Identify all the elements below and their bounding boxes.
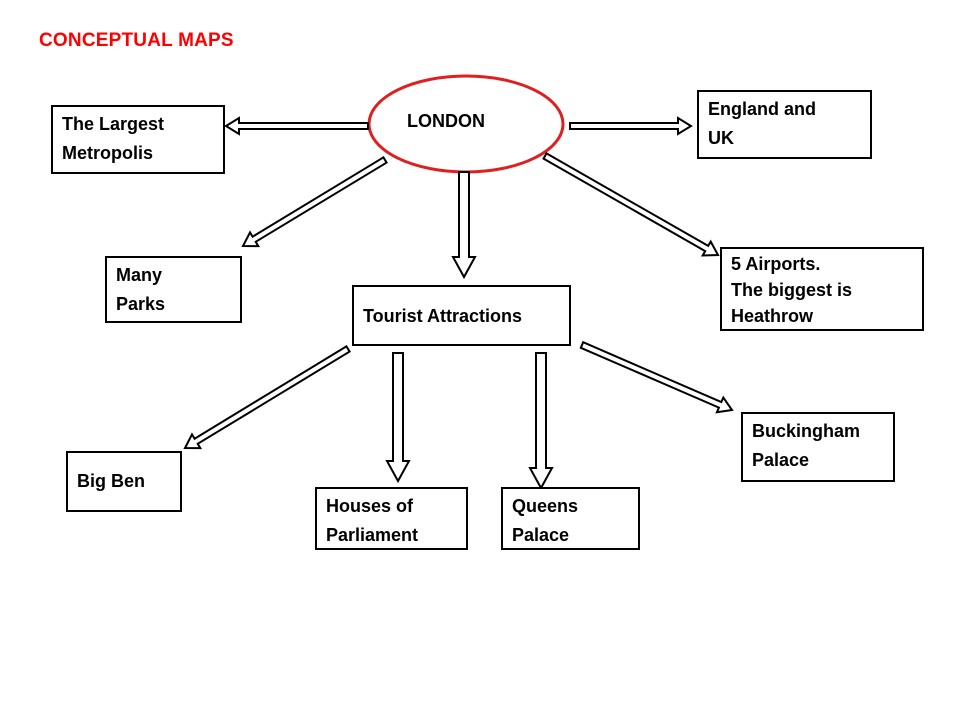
node-buckingham-palace: Buckingham Palace — [741, 412, 895, 482]
node-many-parks: Many Parks — [105, 256, 242, 323]
arrow-to-big-ben — [183, 345, 351, 450]
node-queens-palace: Queens Palace — [501, 487, 640, 550]
arrow-to-england-uk — [569, 116, 693, 136]
arrow-to-houses-of-parliament — [385, 352, 411, 484]
node-big-ben: Big Ben — [66, 451, 182, 512]
arrow-to-buckingham-palace — [579, 340, 734, 414]
arrow-to-tourist-attractions — [451, 171, 477, 280]
page-title: CONCEPTUAL MAPS — [39, 30, 234, 51]
node-largest-metropolis: The Largest Metropolis — [51, 105, 225, 174]
node-tourist-attractions: Tourist Attractions — [352, 285, 571, 346]
arrow-to-largest-metropolis — [224, 116, 369, 136]
node-airports: 5 Airports. The biggest is Heathrow — [720, 247, 924, 331]
arrow-to-queens-palace — [528, 352, 554, 491]
node-houses-of-parliament: Houses of Parliament — [315, 487, 468, 550]
london-label: LONDON — [407, 111, 485, 131]
arrow-to-many-parks — [241, 156, 388, 248]
arrow-to-airports — [542, 152, 720, 257]
node-england-uk: England and UK — [697, 90, 872, 159]
